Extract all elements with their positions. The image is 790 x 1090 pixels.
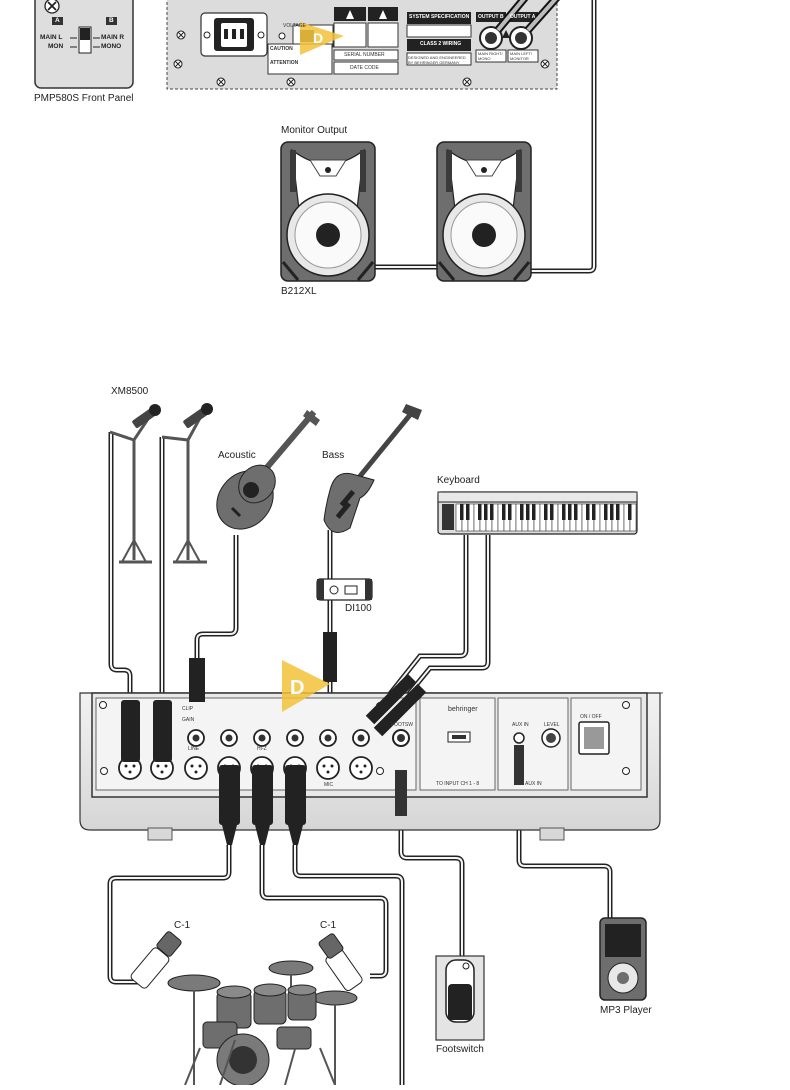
speaker-model-label: B212XL (281, 286, 317, 297)
black-key (460, 504, 464, 520)
screw-icon (99, 701, 107, 709)
switch-b-label: B (109, 17, 114, 24)
switch-main-r-label: MAIN R (101, 34, 125, 41)
acoustic-guitar (216, 410, 320, 530)
black-key (544, 504, 548, 520)
black-key (520, 504, 524, 520)
xlr-input (316, 756, 340, 780)
front-panel (34, 0, 134, 89)
level-label: LEVEL (544, 722, 560, 728)
svg-text:D: D (290, 677, 304, 699)
black-key (592, 504, 596, 520)
acoustic-label: Acoustic (218, 450, 256, 461)
aux-in-bottom-label: AUX IN (525, 781, 542, 787)
gain-label: GAIN (182, 717, 195, 723)
switch-main-l-label: MAIN L (40, 34, 63, 41)
mic-stand-1 (109, 404, 161, 564)
bass-guitar (323, 404, 422, 533)
drum-mic-right-label: C-1 (320, 920, 337, 931)
black-key (484, 504, 488, 520)
screw-icon (100, 767, 108, 775)
mic-label: MIC (324, 782, 334, 788)
serial-label: SERIAL NUMBER (344, 52, 385, 58)
xlr-input (349, 756, 373, 780)
line-label: LINE (188, 746, 200, 752)
mp3-player (599, 917, 647, 1001)
input-cables (107, 432, 613, 1090)
black-key (508, 504, 512, 520)
black-key (532, 504, 536, 520)
amplifier-rear-panel: D (166, 0, 561, 90)
caution-label: CAUTION (270, 46, 293, 52)
screw-icon (622, 701, 630, 709)
designed-label: DESIGNED AND ENGINEERED BY BEHRINGER GER… (408, 55, 466, 65)
to-input-label: TO INPUT CH 1 - 8 (436, 781, 480, 787)
front-panel-label: PMP580S Front Panel (34, 93, 134, 104)
drum-mic-right (318, 933, 363, 992)
drum-mic-left-label: C-1 (174, 920, 191, 931)
black-key (610, 504, 614, 520)
footswitch (435, 955, 485, 1041)
drum-mic-left (130, 931, 182, 989)
screw-icon (376, 767, 384, 775)
black-key (628, 504, 632, 520)
svg-text:D: D (313, 30, 323, 46)
main-left-monitor-label: MAIN LEFT/ MONITOR (510, 51, 533, 61)
drum-kit (167, 960, 358, 1087)
on-off-label: ON / OFF (580, 714, 602, 720)
keyboard-label: Keyboard (437, 475, 480, 486)
bass-label: Bass (322, 450, 345, 461)
system-spec-label: SYSTEM SPECIFICATION (409, 14, 470, 20)
main-right-mono-label: MAIN RIGHT/ MONO (478, 51, 503, 61)
black-key (466, 504, 470, 520)
clip-label: CLIP (182, 706, 194, 712)
monitor-output-label: Monitor Output (281, 125, 348, 136)
attention-label: ATTENTION (270, 60, 299, 66)
output-b-label: OUTPUT B (478, 14, 504, 20)
mixer-rear-panel: D (79, 658, 665, 845)
black-key (616, 504, 620, 520)
black-key (490, 504, 494, 520)
switch-mono-label: MONO (101, 43, 122, 50)
brand-logo (282, 660, 330, 712)
mic-stand-2 (161, 403, 213, 564)
microphone-label: XM8500 (111, 386, 149, 397)
black-key (562, 504, 566, 520)
output-a-label: OUTPUT A (510, 14, 536, 20)
aux-in-label: AUX IN (512, 722, 529, 728)
di-label: DI100 (345, 603, 372, 614)
voltage-label: VOLTAGE (283, 23, 306, 29)
brand-label: behringer (448, 706, 478, 713)
speaker-cables (375, 0, 597, 274)
switch-a-label: A (55, 17, 60, 24)
mp3-label: MP3 Player (600, 1005, 652, 1016)
monitor-speaker-left (280, 141, 376, 282)
di-box (316, 578, 373, 682)
black-key (550, 504, 554, 520)
black-key (502, 504, 506, 520)
keyboard (437, 491, 638, 535)
switch-mon-label: MON (48, 43, 64, 50)
black-key (586, 504, 590, 520)
black-key (574, 504, 578, 520)
monitor-speaker-right (436, 141, 532, 282)
black-key (604, 504, 608, 520)
footswitch-label: Footswitch (436, 1044, 484, 1055)
screw-icon (622, 767, 630, 775)
hiz-label: HI-Z (257, 746, 267, 752)
black-key (478, 504, 482, 520)
date-code-label: DATE CODE (350, 65, 379, 71)
class2-label: CLASS 2 WIRING (420, 41, 462, 47)
footsw-label: FOOTSW (391, 722, 413, 728)
brand-logo (300, 22, 344, 55)
black-key (568, 504, 572, 520)
black-key (526, 504, 530, 520)
xlr-input (184, 756, 208, 780)
